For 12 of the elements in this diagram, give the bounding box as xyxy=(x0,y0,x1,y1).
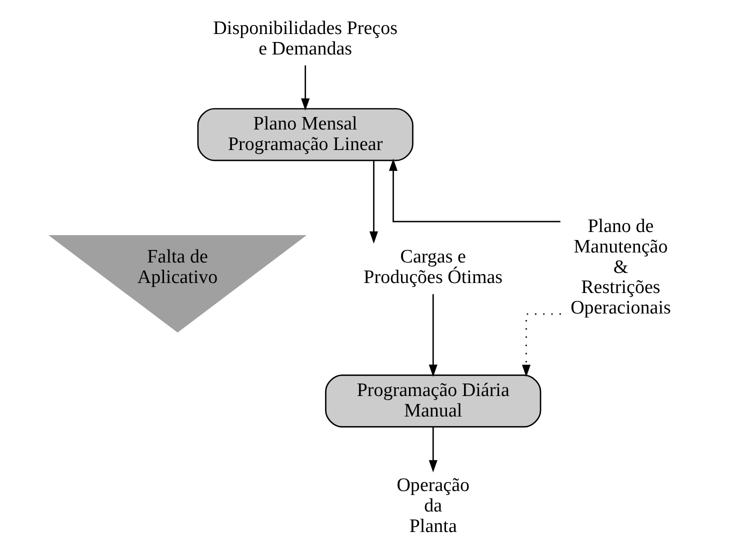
arrow xyxy=(301,65,310,111)
node-box: Plano Mensal Programação Linear xyxy=(197,108,414,162)
node-text: Plano de Manutenção & Restrições Operacionais xyxy=(570,216,671,319)
arrow xyxy=(369,160,378,244)
arrow xyxy=(428,427,438,472)
node-text: Operação da Planta xyxy=(396,475,470,537)
node-text: Cargas e Produções Ótimas xyxy=(364,246,503,288)
node-text: Disponibilidades Preços e Demandas xyxy=(213,18,398,60)
node-box: Programação Diária Manual xyxy=(325,374,542,428)
arrow xyxy=(428,294,438,377)
arrow xyxy=(522,313,561,377)
arrow xyxy=(388,158,560,222)
